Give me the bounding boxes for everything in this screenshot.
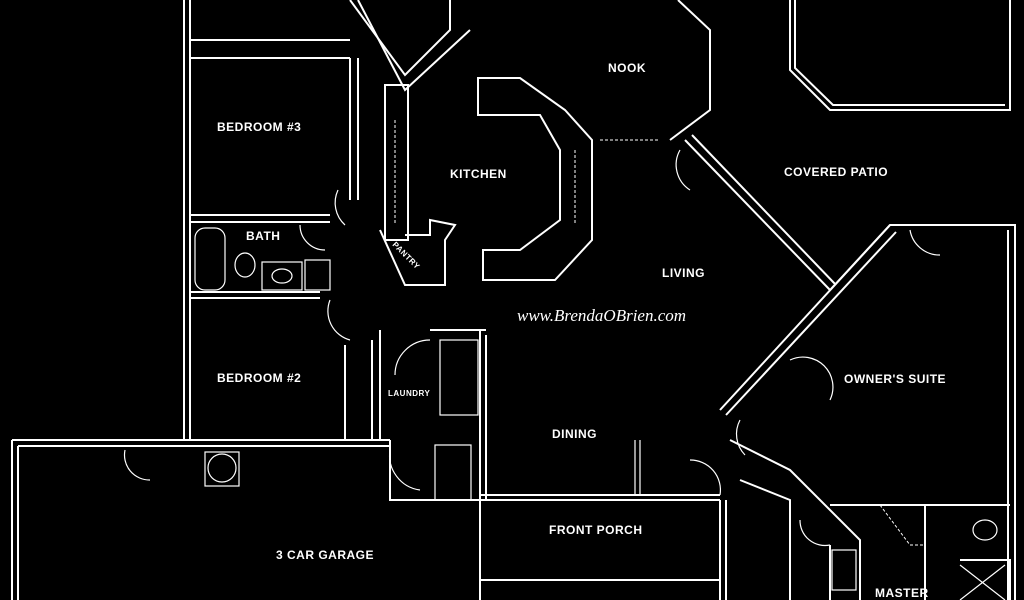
room-label-kitchen: KITCHEN — [450, 167, 507, 181]
bath-fixtures — [194, 227, 998, 591]
room-label-nook: NOOK — [608, 61, 646, 75]
room-label-bedroom-3: BEDROOM #3 — [217, 120, 301, 134]
room-label-dining: DINING — [552, 427, 597, 441]
door-swings — [123, 139, 941, 547]
kitchen-counters — [379, 77, 593, 286]
walls — [11, 0, 1016, 600]
room-label-front-porch: FRONT PORCH — [549, 523, 643, 537]
room-label-living: LIVING — [662, 266, 705, 280]
watermark: www.BrendaOBrien.com — [517, 306, 686, 325]
room-label-pantry: PANTRY — [391, 240, 422, 271]
room-label-bedroom-2: BEDROOM #2 — [217, 371, 301, 385]
room-label-covered-patio: COVERED PATIO — [784, 165, 888, 179]
room-label-bath: BATH — [246, 229, 280, 243]
room-label-master: MASTER — [875, 586, 929, 600]
room-label-owners-suite: OWNER'S SUITE — [844, 372, 946, 386]
room-label-laundry: LAUNDRY — [388, 389, 430, 398]
room-label-garage: 3 CAR GARAGE — [276, 548, 374, 562]
